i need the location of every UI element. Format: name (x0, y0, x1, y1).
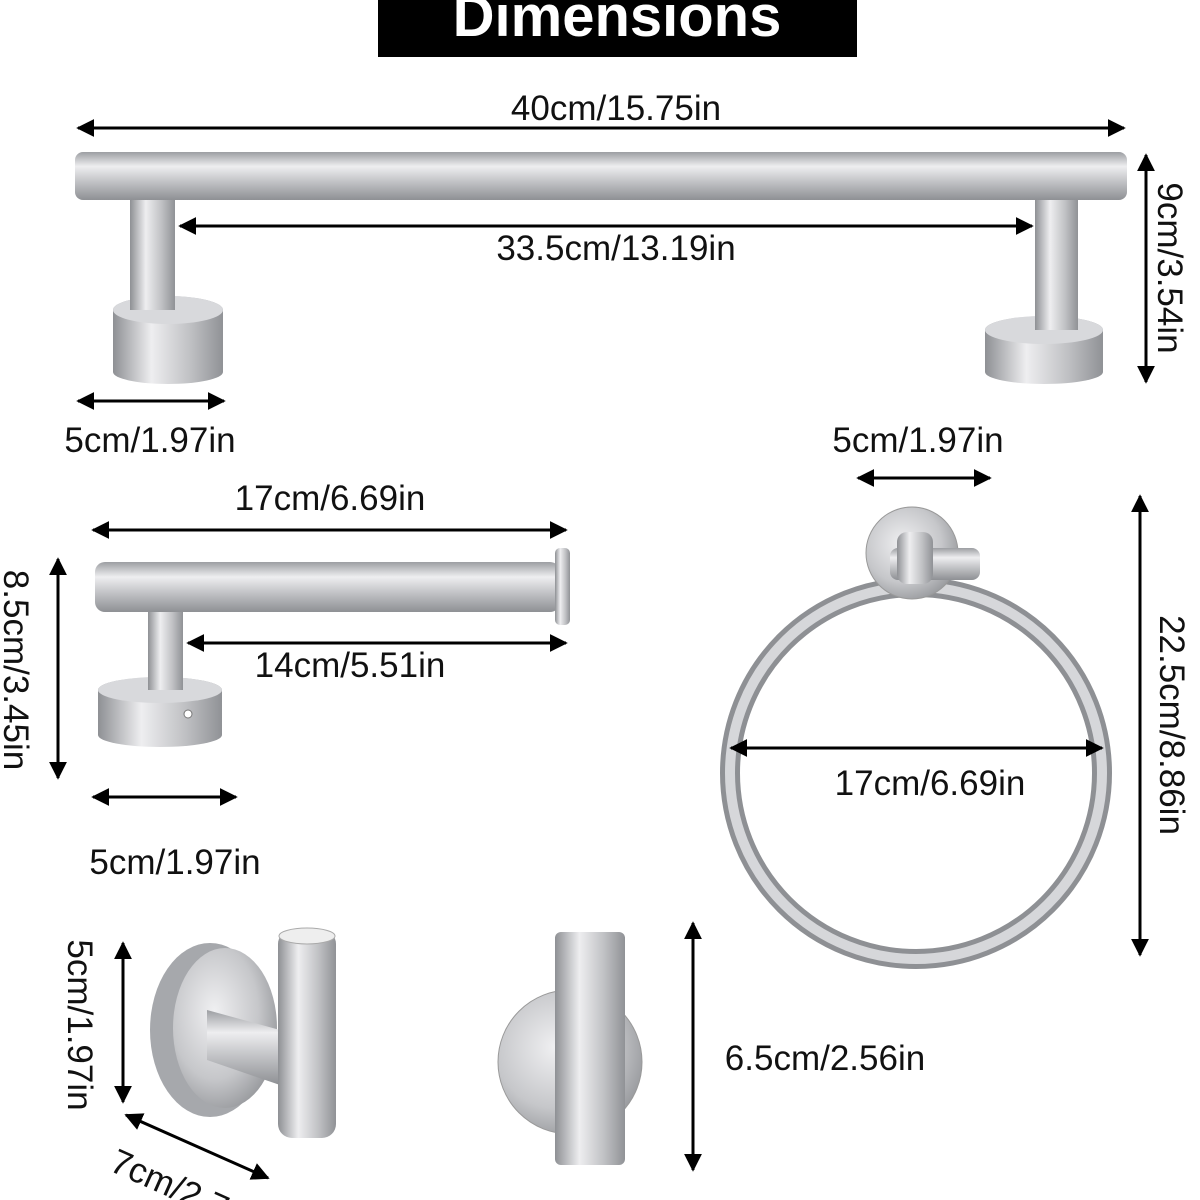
ring-diameter-label: 17cm/6.69in (835, 764, 1026, 803)
ring-height-label: 22.5cm/8.86in (1152, 615, 1191, 835)
diagram-shape (207, 1010, 280, 1085)
arrow-hook-depth (124, 1113, 270, 1180)
diagram-shape (555, 932, 625, 1165)
hook-height-label: 6.5cm/2.56in (725, 1039, 925, 1078)
diagram-shape (148, 660, 183, 690)
title: Dimensions (453, 0, 782, 49)
diagram-shape (897, 532, 933, 584)
diagram-shape (278, 927, 336, 945)
towel-bar (75, 152, 1127, 384)
towel-bar-length-label: 40cm/15.75in (511, 89, 721, 128)
diagram-shape (555, 548, 570, 625)
towel-ring (720, 506, 1112, 969)
diagram-shape (378, 0, 857, 57)
toilet-paper-holder (95, 548, 570, 747)
towel-bar-rail (75, 152, 1127, 200)
towel-bar-base-label: 5cm/1.97in (64, 421, 235, 460)
tp-base-label: 5cm/1.97in (89, 843, 260, 882)
set-screw-icon (183, 709, 193, 719)
towel-bar-height-label: 9cm/3.54in (1150, 182, 1189, 353)
hook-base-label: 5cm/1.97in (60, 939, 99, 1110)
diagram-shape (278, 930, 336, 1138)
diagram-shape (1035, 300, 1078, 330)
tp-bar-label: 14cm/5.51in (255, 646, 446, 685)
diagram-shape (95, 562, 560, 612)
robe-hook-front (497, 932, 643, 1165)
towel-bar-spacing-label: 33.5cm/13.19in (496, 229, 735, 268)
diagram-shape (130, 280, 175, 310)
title-banner: Dimensions (378, 0, 857, 57)
tp-length-label: 17cm/6.69in (235, 479, 426, 518)
robe-hook-side (150, 927, 336, 1138)
ring-mount-label: 5cm/1.97in (832, 421, 1003, 460)
tp-height-label: 8.5cm/3.45in (0, 570, 35, 770)
towel-bar-right-post (1035, 190, 1078, 320)
